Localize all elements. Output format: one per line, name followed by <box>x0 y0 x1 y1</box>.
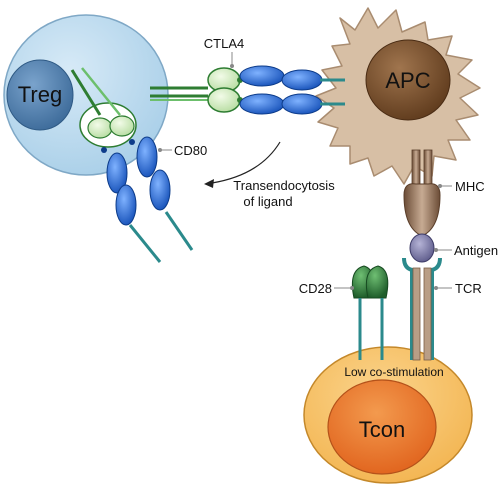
cd28-label: CD28 <box>299 281 332 296</box>
tcon-cell: Tcon Low co-stimulation <box>303 346 473 484</box>
apc-nucleus <box>365 39 451 121</box>
antigen-label: Antigen <box>454 243 498 258</box>
transendocytosis-label-line2: of ligand <box>243 194 292 209</box>
tcon-label: Tcon <box>359 417 405 442</box>
cd80-transendocytosed: CD80 <box>106 136 207 263</box>
tcr-receptor: TCR <box>402 257 482 361</box>
cd80-label: CD80 <box>174 143 207 158</box>
transendocytosis-arrow: Transendocytosis of ligand <box>204 141 335 209</box>
low-costimulation-label: Low co-stimulation <box>344 365 443 379</box>
treg-label: Treg <box>18 82 62 107</box>
cd28-receptor: CD28 <box>299 265 389 360</box>
treg-nucleus <box>6 59 74 131</box>
transendocytosis-label-line1: Transendocytosis <box>233 178 335 193</box>
mhc-molecule: MHC <box>403 149 485 237</box>
tcon-nucleus <box>327 379 437 475</box>
cd80-on-apc <box>239 65 345 115</box>
internalized-complex <box>70 67 137 153</box>
ctla4-complex: CTLA4 <box>150 36 244 113</box>
apc-label: APC <box>385 68 430 93</box>
apc-cell: APC <box>315 7 481 185</box>
ctla4-label: CTLA4 <box>204 36 244 51</box>
mhc-label: MHC <box>455 179 485 194</box>
antigen: Antigen <box>409 233 498 263</box>
tcr-label: TCR <box>455 281 482 296</box>
